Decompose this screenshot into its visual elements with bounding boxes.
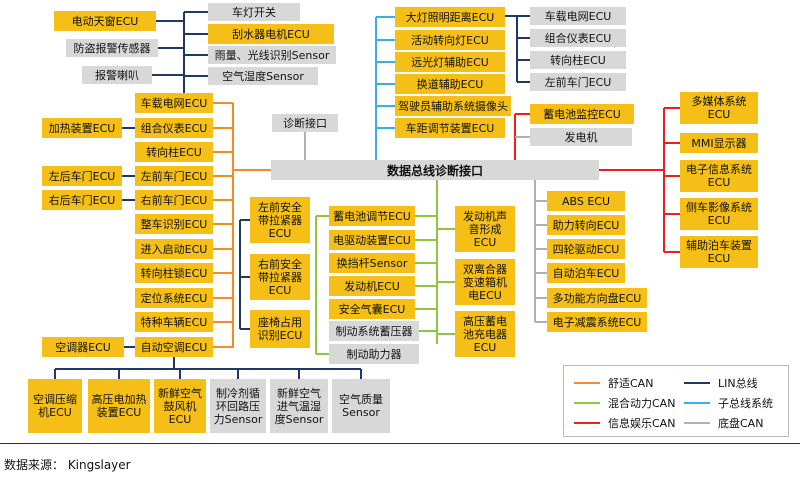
alarm-horn: 报警喇叭 — [82, 66, 152, 84]
sub-front-left-door-ecu: 左前车门ECU — [530, 73, 626, 91]
comfort-steering-column-ecu: 转向柱ECU — [135, 142, 213, 162]
engine-sound-ecu: 发动机声 音形成 ECU — [455, 206, 515, 252]
comfort-cluster-ecu: 组合仪表ECU — [135, 118, 213, 138]
ac-compressor-ecu: 空调压缩 机ECU — [28, 379, 82, 433]
mmi-display: MMI显示器 — [680, 133, 758, 153]
battery-monitor-ecu: 蓄电池监控ECU — [530, 104, 634, 124]
sunroof-ecu: 电动天窗ECU — [54, 11, 156, 31]
hv-heater-ecu: 高压电加热 装置ECU — [88, 379, 150, 433]
auto-parking-ecu: 自动泊车ECU — [547, 263, 625, 283]
generator: 发电机 — [530, 128, 632, 146]
motor-drive-ecu: 电驱动装置ECU — [329, 230, 415, 250]
dual-clutch-ecu: 双离合器 变速箱机 电ECU — [455, 259, 515, 305]
seat-occupancy-ecu: 座椅占用 识别ECU — [250, 310, 310, 348]
legend-chassis-can: 底盘CAN — [684, 415, 763, 431]
lane-change-assist-ecu: 换道辅助ECU — [395, 74, 505, 94]
abs-ecu: ABS ECU — [547, 191, 625, 211]
comfort-positioning-ecu: 定位系统ECU — [135, 288, 213, 308]
comfort-auto-ac-ecu: 自动空调ECU — [135, 337, 213, 357]
comfort-entry-start-ecu: 进入启动ECU — [135, 239, 213, 259]
comfort-special-vehicle-ecu: 特种车辆ECU — [135, 312, 213, 332]
awd-ecu: 四轮驱动ECU — [547, 239, 625, 259]
data-bus-diagnostic-interface: 数据总线诊断接口 — [271, 160, 599, 180]
hv-battery-charger-ecu: 高压蓄电 池充电器 ECU — [455, 311, 515, 357]
comfort-front-right-door-ecu: 右前车门ECU — [135, 190, 213, 210]
multimedia-ecu: 多媒体系统 ECU — [680, 92, 758, 124]
legend-infotainment-can: 信息娱乐CAN — [574, 415, 675, 431]
multi-function-wheel-ecu: 多功能方向盘ECU — [547, 288, 647, 308]
rear-left-door-ecu: 左后车门ECU — [42, 166, 122, 186]
electronic-damping-ecu: 电子减震系统ECU — [547, 312, 647, 332]
comfort-vehicle-id-ecu: 整车识别ECU — [135, 214, 213, 234]
anti-theft-sensor: 防盗报警传感器 — [66, 39, 158, 57]
fresh-air-temp-humidity-sensor: 新鲜空气 进气温湿 度Sensor — [270, 379, 328, 433]
comfort-steering-lock-ecu: 转向柱锁ECU — [135, 263, 213, 283]
side-camera-ecu: 侧车影像系统 ECU — [680, 198, 758, 230]
legend-lin-bus: LIN总线 — [684, 375, 758, 391]
headlight-range-ecu: 大灯照明距离ECU — [395, 7, 505, 27]
air-humidity-sensor: 空气湿度Sensor — [208, 67, 318, 85]
swivel-light-ecu: 活动转向灯ECU — [395, 30, 505, 50]
distance-control-ecu: 车距调节装置ECU — [395, 118, 505, 138]
electronic-info-ecu: 电子信息系统 ECU — [680, 160, 758, 192]
comfort-vehicle-net-ecu: 车载电网ECU — [135, 93, 213, 113]
ac-ecu: 空调器ECU — [42, 337, 124, 357]
source-note: 数据来源： Kingslayer — [4, 458, 131, 472]
rain-light-sensor: 雨量、光线识别Sensor — [208, 46, 336, 64]
legend-hybrid-can: 混合动力CAN — [574, 395, 675, 411]
fresh-air-fan-ecu: 新鲜空气 鼓风机 ECU — [154, 379, 206, 433]
high-beam-assist-ecu: 远光灯辅助ECU — [395, 52, 505, 72]
air-quality-sensor: 空气质量 Sensor — [332, 379, 390, 433]
legend: 舒适CAN 混合动力CAN 信息娱乐CAN LIN总线 子总线系统 底盘CAN — [563, 365, 789, 437]
engine-ecu: 发动机ECU — [329, 276, 415, 296]
wiper-motor-ecu: 刮水器电机ECU — [208, 24, 334, 44]
airbag-ecu: 安全气囊ECU — [329, 299, 415, 319]
front-right-belt-tensioner-ecu: 右前安全 带拉紧器 ECU — [250, 254, 310, 300]
comfort-front-left-door-ecu: 左前车门ECU — [135, 166, 213, 186]
battery-regulator-ecu: 蓄电池调节ECU — [329, 206, 415, 226]
brake-accumulator: 制动系统蓄压器 — [329, 321, 419, 341]
front-left-belt-tensioner-ecu: 左前安全 带拉紧器 ECU — [250, 197, 310, 243]
driver-assist-camera: 驾驶员辅助系统摄像头 — [395, 96, 511, 116]
footer-rule — [0, 443, 800, 444]
legend-comfort-can: 舒适CAN — [574, 375, 653, 391]
brake-booster: 制动助力器 — [329, 344, 419, 364]
power-steering-ecu: 助力转向ECU — [547, 215, 625, 235]
coolant-pressure-sensor: 制冷剂循 环回路压 力Sensor — [210, 379, 266, 433]
heater-ecu: 加热装置ECU — [42, 118, 122, 138]
diagnostic-port: 诊断接口 — [272, 114, 338, 132]
parking-assist-ecu: 辅助泊车装置 ECU — [680, 236, 758, 268]
sub-cluster-ecu: 组合仪表ECU — [530, 29, 626, 47]
sub-vehicle-net-ecu: 车载电网ECU — [530, 7, 626, 25]
sub-steering-column-ecu: 转向柱ECU — [530, 51, 626, 69]
shift-lever-sensor: 换挡杆Sensor — [329, 253, 415, 273]
rear-right-door-ecu: 右后车门ECU — [42, 190, 122, 210]
headlight-switch: 车灯开关 — [208, 3, 300, 21]
legend-sub-bus: 子总线系统 — [684, 395, 773, 411]
